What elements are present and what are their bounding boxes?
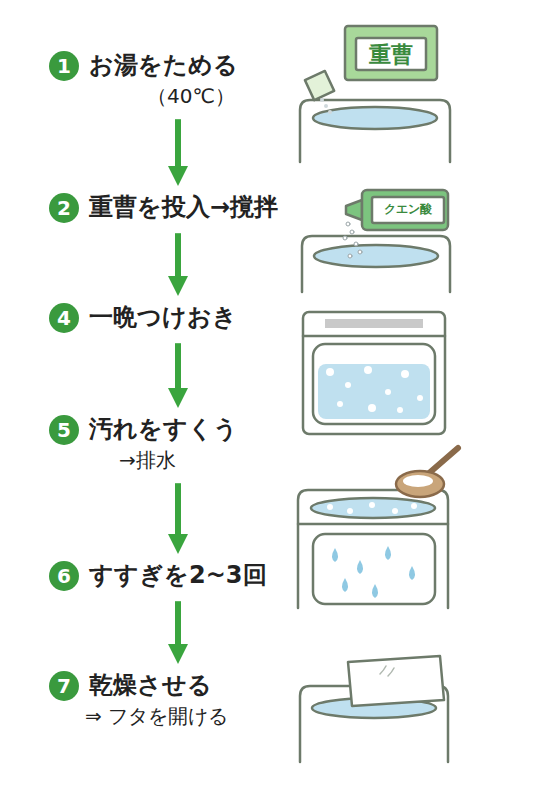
step-node: 2 重曹を投入→撹拌	[45, 190, 282, 225]
step-row: 7 乾燥させる	[49, 670, 228, 701]
powder	[343, 222, 362, 258]
open-lid	[348, 656, 444, 706]
tub-water	[311, 498, 435, 518]
step-number: 5	[49, 415, 79, 445]
bottle-nozzle	[346, 200, 362, 220]
step-number: 4	[49, 303, 79, 333]
bag-label	[356, 38, 426, 70]
rinse-drops	[332, 546, 415, 598]
step-row: 1 お湯をためる	[49, 50, 238, 81]
control-panel	[325, 319, 423, 328]
step-row: 2 重曹を投入→撹拌	[49, 192, 278, 223]
step-note: （40℃）	[147, 83, 238, 109]
washer-body	[298, 490, 448, 608]
step-heading: 一晩つけおき	[89, 302, 237, 333]
baking-soda-bag	[345, 26, 437, 80]
floating-dirt	[327, 502, 417, 514]
step-number: 1	[49, 51, 79, 81]
citric-acid-bottle	[362, 190, 448, 230]
flow-arrow	[175, 483, 181, 534]
step-number: 6	[49, 561, 79, 591]
step-note: →排水	[119, 447, 238, 473]
washer-window	[313, 344, 435, 424]
step-node: 7 乾燥させる⇒ フタを開ける	[45, 668, 232, 731]
washer-tub	[302, 236, 450, 292]
flow-arrow	[175, 119, 181, 166]
washer-window	[313, 534, 435, 604]
step-row: 4 一晩つけおき	[49, 302, 237, 333]
step-heading: 汚れをすくう	[89, 414, 238, 445]
step-row: 5 汚れをすくう	[49, 414, 238, 445]
flow-arrow	[175, 233, 181, 276]
step-node: 6 すすぎを2~3回	[45, 558, 271, 593]
scoop-handle	[428, 448, 458, 474]
step-note: ⇒ フタを開ける	[85, 703, 228, 729]
bottle-label	[372, 197, 444, 223]
step-number: 7	[49, 671, 79, 701]
package-label: クエン酸	[372, 201, 444, 218]
package-label: 重曹	[356, 40, 426, 70]
powder	[320, 98, 332, 114]
step-heading: 重曹を投入→撹拌	[89, 192, 278, 223]
step-node: 5 汚れをすくう→排水	[45, 412, 242, 475]
washer-body	[303, 312, 445, 434]
step-heading: お湯をためる	[89, 50, 238, 81]
bubbles	[326, 357, 423, 413]
flow-arrow	[175, 343, 181, 388]
step-node: 1 お湯をためる（40℃）	[45, 48, 242, 111]
tub-water	[313, 107, 437, 129]
step-number: 2	[49, 193, 79, 223]
washer-tub	[300, 100, 450, 162]
tub-water	[314, 245, 438, 267]
step-heading: 乾燥させる	[89, 670, 212, 701]
soak-water	[318, 364, 430, 419]
step-row: 6 すすぎを2~3回	[49, 560, 267, 591]
scoop	[396, 471, 444, 497]
flow-arrow	[175, 601, 181, 644]
step-node: 4 一晩つけおき	[45, 300, 241, 335]
small-packet	[305, 71, 334, 100]
step-heading: すすぎを2~3回	[89, 560, 267, 591]
